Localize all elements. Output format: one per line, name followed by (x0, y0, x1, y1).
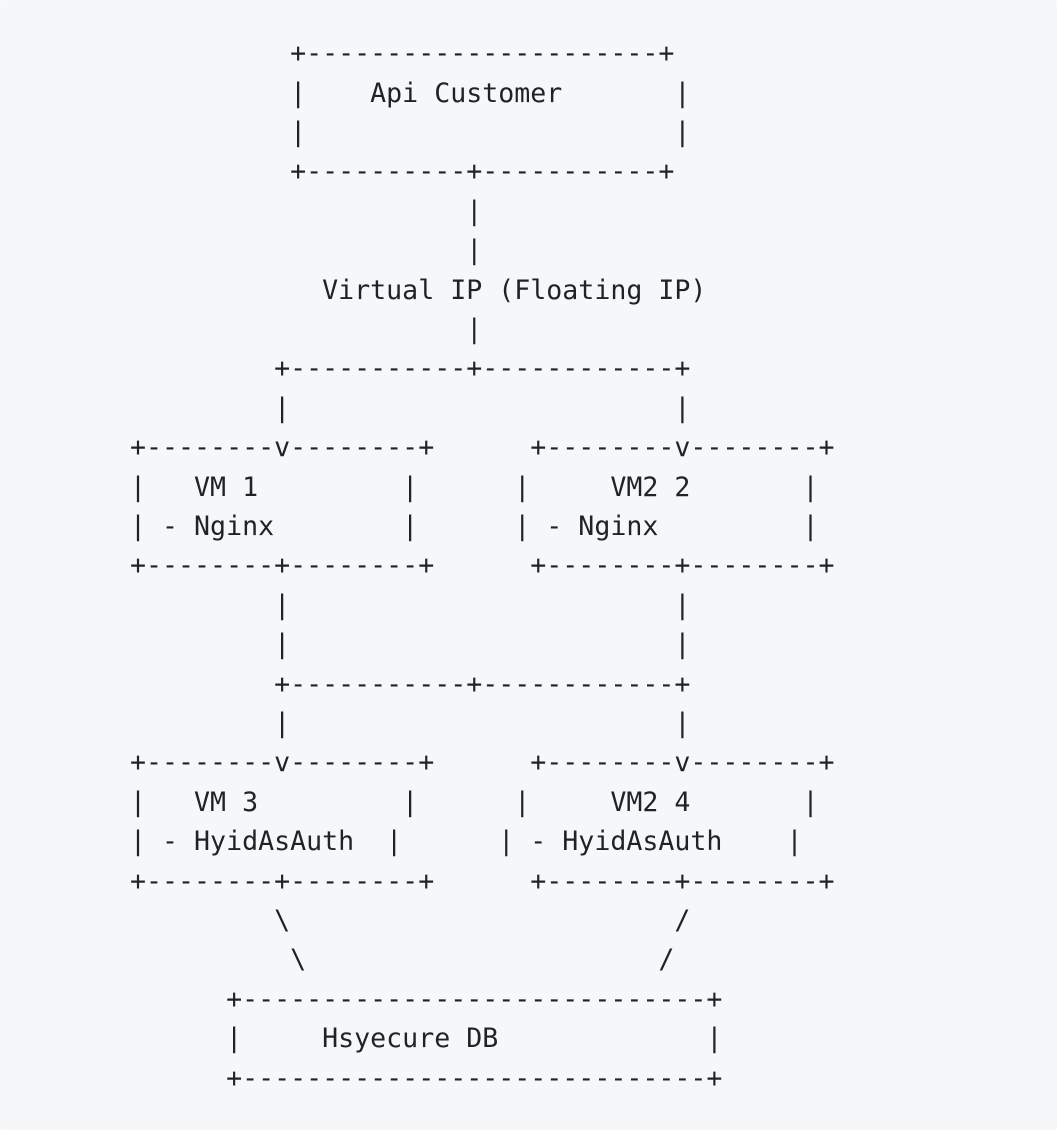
db-connector-diagonal: \ / (130, 944, 675, 975)
connector-line: | | (130, 393, 691, 424)
auth-boxes-bottom: +--------+--------+ +--------+--------+ (130, 866, 835, 897)
api-customer-box-blank: | | (130, 117, 691, 148)
db-box-bottom: +-----------------------------+ (130, 1063, 723, 1094)
nginx-row: | - Nginx | | - Nginx | (130, 511, 819, 542)
hyidasauth-row: | - HyidAsAuth | | - HyidAsAuth | (130, 826, 803, 857)
vm-boxes-bottom: +--------+--------+ +--------+--------+ (130, 550, 835, 581)
api-customer-box-top: +----------------------+ (130, 38, 675, 69)
connector-line: | (130, 314, 483, 345)
api-customer-box-bottom: +----------+-----------+ (130, 156, 675, 187)
db-connector-diagonal: \ / (130, 905, 691, 936)
merge-branch: +-----------+------------+ (130, 669, 691, 700)
vm-boxes-top: +--------v--------+ +--------v--------+ (130, 432, 835, 463)
db-box-top: +-----------------------------+ (130, 984, 723, 1015)
connector-line: | (130, 196, 483, 227)
connector-line: | | (130, 590, 691, 621)
api-customer-label: | Api Customer | (130, 78, 691, 109)
vm1-vm2-title-row: | VM 1 | | VM2 2 | (130, 472, 819, 503)
connector-line: | | (130, 708, 691, 739)
auth-boxes-top: +--------v--------+ +--------v--------+ (130, 747, 835, 778)
connector-line: | (130, 235, 483, 266)
db-label: | Hsyecure DB | (130, 1023, 723, 1054)
virtual-ip-label: Virtual IP (Floating IP) (130, 275, 707, 306)
connector-line: | | (130, 629, 691, 660)
vm3-vm4-title-row: | VM 3 | | VM2 4 | (130, 787, 819, 818)
split-branch-top: +-----------+------------+ (130, 353, 691, 384)
